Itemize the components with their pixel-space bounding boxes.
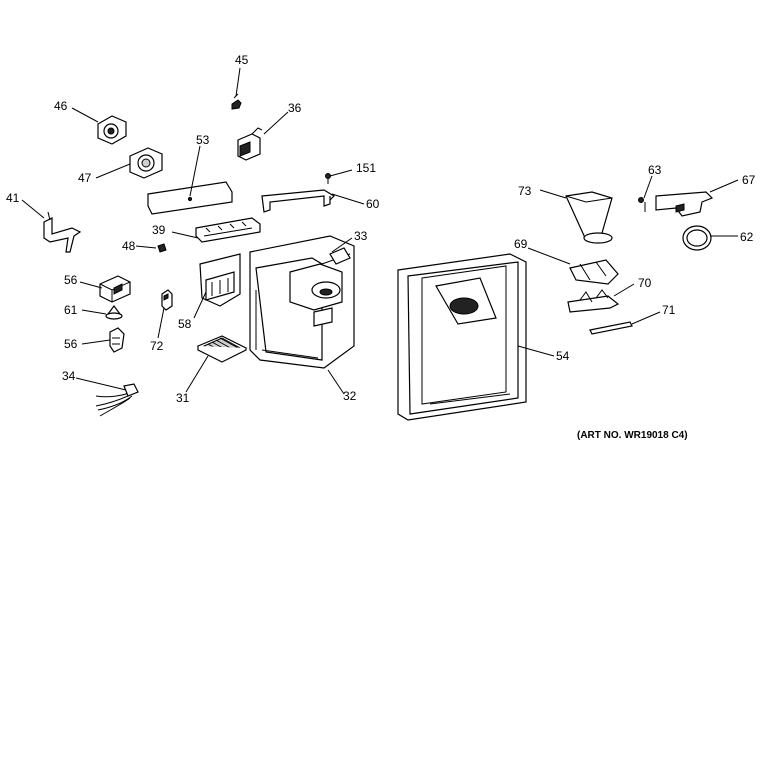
part-32-dispenser-housing — [249, 235, 355, 369]
callout-31: 31 — [176, 391, 190, 405]
part-54-escutcheon — [397, 253, 527, 421]
part-36-switch — [237, 127, 263, 161]
part-62-ring — [682, 225, 712, 251]
part-72-clip — [161, 289, 173, 311]
callout-61: 61 — [64, 303, 78, 317]
part-39-control-board — [195, 217, 261, 243]
callout-151: 151 — [356, 161, 376, 175]
art-number: (ART NO. WR19018 C4) — [577, 430, 688, 441]
callout-54: 54 — [556, 349, 570, 363]
part-41-bracket — [43, 211, 82, 253]
part-70-door-bracket — [567, 289, 620, 313]
leader-lines — [21, 67, 739, 395]
part-46-knob — [97, 115, 127, 145]
part-45-clip — [231, 93, 242, 110]
callout-62: 62 — [740, 230, 754, 244]
part-71-rod — [589, 321, 633, 335]
callout-73: 73 — [518, 184, 532, 198]
callout-56-upper: 56 — [64, 273, 78, 287]
callout-39: 39 — [152, 223, 166, 237]
callout-69: 69 — [514, 237, 528, 251]
part-48-fastener — [157, 243, 167, 253]
part-67-lever-bracket — [655, 191, 714, 217]
part-69-flapper — [569, 259, 619, 285]
part-53-cover-plate — [147, 181, 233, 215]
part-56-block-upper — [99, 275, 131, 303]
callout-labels: 45 46 36 53 47 151 41 60 39 33 48 56 61 … — [6, 53, 756, 441]
callout-63: 63 — [648, 163, 662, 177]
callout-60: 60 — [366, 197, 380, 211]
callout-34: 34 — [62, 369, 76, 383]
part-47-bezel — [129, 147, 163, 179]
callout-72: 72 — [150, 339, 164, 353]
part-31-drip-tray — [196, 335, 248, 363]
part-61-spring — [105, 305, 123, 320]
callout-58: 58 — [178, 317, 192, 331]
part-151-screw — [325, 173, 331, 184]
part-60-bracket — [261, 189, 335, 213]
callout-47: 47 — [78, 171, 92, 185]
callout-53: 53 — [196, 133, 210, 147]
callout-56-lower: 56 — [64, 337, 78, 351]
callout-33: 33 — [354, 229, 368, 243]
part-56-connector-lower — [109, 327, 125, 353]
callout-70: 70 — [638, 276, 652, 290]
callout-36: 36 — [288, 101, 302, 115]
callout-71: 71 — [662, 303, 676, 317]
part-73-ice-chute — [565, 191, 613, 244]
callout-67: 67 — [742, 173, 756, 187]
callout-45: 45 — [235, 53, 249, 67]
part-34-wire-harness — [95, 383, 139, 417]
part-58-mounting-plate — [199, 253, 241, 307]
part-63-screw — [638, 197, 646, 212]
callout-46: 46 — [54, 99, 68, 113]
callout-41: 41 — [6, 191, 20, 205]
callout-48: 48 — [122, 239, 136, 253]
callout-32: 32 — [343, 389, 357, 403]
